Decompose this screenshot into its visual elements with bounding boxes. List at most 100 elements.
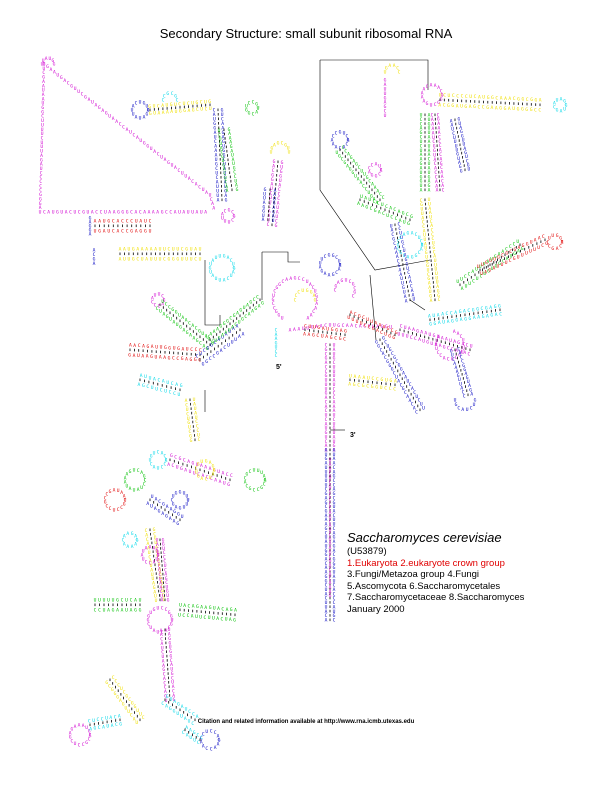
nucleotide: C — [452, 93, 455, 99]
nucleotide: G — [405, 257, 408, 263]
nucleotide: U — [183, 504, 186, 510]
nucleotide: C — [335, 270, 338, 276]
nucleotide: C — [124, 498, 127, 504]
nucleotide: U — [372, 324, 375, 330]
nucleotide: C — [434, 161, 437, 167]
nucleotide: G — [328, 253, 331, 259]
nucleotide: A — [333, 399, 336, 405]
nucleotide: C — [437, 112, 440, 118]
nucleotide: G — [337, 323, 340, 329]
nucleotide: C — [199, 348, 202, 354]
base-pair-mark — [424, 188, 426, 192]
nucleotide: U — [162, 654, 165, 660]
connector-line — [262, 251, 300, 263]
nucleotide: C — [329, 519, 332, 525]
nucleotide: A — [360, 180, 363, 186]
nucleotide: G — [393, 355, 396, 361]
base-pair-mark — [225, 141, 227, 144]
nucleotide: C — [161, 701, 164, 707]
nucleotide: C — [214, 139, 217, 145]
base-pair-mark — [357, 317, 359, 320]
base-pair-mark — [424, 140, 426, 143]
base-pair-mark — [331, 331, 333, 335]
nucleotide: U — [400, 276, 403, 282]
nucleotide: U — [139, 138, 142, 144]
base-pair-mark — [398, 241, 399, 244]
nucleotide: C — [244, 475, 247, 481]
base-pair-mark — [169, 458, 171, 462]
nucleotide: A — [42, 79, 45, 85]
base-pair-mark — [191, 411, 193, 415]
nucleotide: A — [404, 294, 407, 300]
nucleotide: A — [346, 323, 349, 329]
nucleotide: G — [437, 100, 440, 106]
nucleotide: A — [435, 179, 438, 185]
base-pair-mark — [427, 228, 429, 232]
base-pair-mark — [206, 353, 208, 356]
nucleotide: A — [225, 184, 228, 190]
nucleotide: U — [194, 406, 197, 412]
nucleotide: A — [325, 539, 328, 545]
nucleotide: U — [470, 344, 473, 350]
nucleotide: A — [167, 462, 170, 468]
nucleotide: A — [325, 609, 328, 615]
nucleotide: G — [132, 247, 135, 253]
base-pair-mark — [424, 162, 426, 165]
nucleotide: G — [355, 162, 358, 168]
nucleotide: A — [220, 145, 223, 151]
nucleotide: G — [218, 738, 221, 744]
nucleotide: U — [186, 347, 189, 353]
nucleotide: U — [384, 86, 387, 92]
nucleotide: U — [139, 100, 142, 106]
nucleotide: A — [403, 232, 406, 238]
nucleotide: C — [263, 482, 266, 488]
nucleotide: U — [187, 210, 190, 216]
nucleotide: G — [504, 106, 507, 112]
nucleotide: A — [428, 285, 431, 291]
nucleotide: A — [160, 579, 163, 585]
nucleotide: A — [183, 327, 186, 333]
nucleotide: A — [428, 152, 431, 158]
base-pair-mark — [192, 609, 194, 613]
nucleotide: A — [164, 689, 167, 695]
nucleotide: G — [131, 701, 134, 707]
nucleotide: G — [427, 276, 430, 282]
base-pair-mark — [175, 706, 177, 709]
nucleotide: A — [538, 236, 541, 242]
nucleotide: G — [513, 251, 516, 257]
nucleotide: G — [168, 257, 171, 263]
nucleotide: U — [407, 378, 410, 384]
nucleotide: A — [483, 262, 486, 268]
nucleotide: U — [43, 62, 46, 68]
nucleotide: C — [371, 162, 374, 168]
nucleotide: A — [181, 315, 184, 321]
nucleotide: G — [223, 321, 226, 327]
nucleotide: G — [461, 133, 464, 139]
nucleotide: C — [372, 376, 375, 382]
nucleotide: C — [163, 554, 166, 560]
nucleotide: A — [455, 348, 458, 354]
nucleotide: G — [277, 141, 280, 147]
nucleotide: A — [161, 598, 164, 604]
base-pair-mark — [218, 117, 219, 121]
nucleotide: A — [159, 581, 162, 587]
base-pair-mark — [355, 168, 357, 172]
nucleotide: C — [398, 226, 401, 232]
base-pair-mark — [276, 174, 278, 177]
nucleotide: C — [226, 472, 229, 478]
nucleotide: C — [393, 241, 396, 247]
nucleotide: G — [264, 478, 267, 484]
base-pair-mark — [190, 716, 192, 719]
base-pair-mark — [399, 373, 401, 377]
base-pair-mark — [221, 189, 222, 193]
nucleotide: G — [455, 318, 458, 324]
nucleotide: U — [424, 246, 427, 252]
nucleotide: U — [107, 229, 110, 235]
nucleotide: A — [153, 377, 156, 383]
nucleotide: U — [148, 550, 151, 556]
nucleotide: G — [162, 537, 165, 543]
nucleotide: U — [161, 588, 164, 594]
nucleotide: G — [261, 301, 264, 307]
nucleotide: U — [153, 104, 156, 110]
base-pair-mark — [444, 341, 446, 344]
